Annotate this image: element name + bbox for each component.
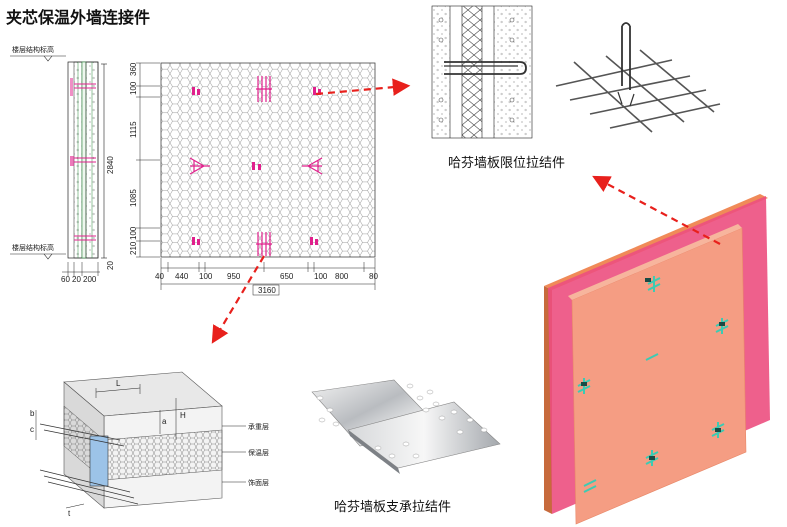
limit-connector-mesh bbox=[555, 22, 721, 133]
callout-arrows bbox=[211, 78, 721, 344]
isometric-detail bbox=[35, 371, 246, 509]
layer-label-structural: 承重层 bbox=[248, 422, 269, 431]
elev-vdim-1: 100 bbox=[129, 81, 138, 95]
elev-total-width: 3160 bbox=[258, 286, 276, 295]
elev-hdim-5: 100 bbox=[314, 272, 328, 281]
layer-label-facing: 饰面层 bbox=[248, 478, 269, 487]
wall-section-drawing bbox=[10, 55, 107, 276]
elev-hdim-3: 950 bbox=[227, 272, 241, 281]
detail-letter-H: H bbox=[180, 411, 186, 420]
section-height-bottom: 20 bbox=[106, 261, 115, 270]
support-connector-plates bbox=[311, 379, 501, 474]
layer-label-insulation: 保温层 bbox=[248, 448, 269, 457]
detail-letter-a: a bbox=[162, 417, 167, 426]
elev-vdim-2: 1115 bbox=[129, 121, 138, 138]
elev-vdim-0: 360 bbox=[129, 62, 138, 76]
caption-support-connector: 哈芬墙板支承拉结件 bbox=[334, 500, 452, 515]
elev-hdim-1: 440 bbox=[175, 272, 189, 281]
elev-vdim-3: 1085 bbox=[129, 189, 138, 207]
panel-elevation-drawing bbox=[136, 62, 376, 296]
figure-title: 夹芯保温外墙连接件 bbox=[6, 8, 151, 27]
elev-vdim-4: 100 bbox=[129, 226, 138, 240]
elev-hdim-6: 800 bbox=[335, 272, 349, 281]
section-height-total: 2840 bbox=[106, 156, 115, 174]
level-label-top: 楼层结构标高 bbox=[12, 45, 54, 54]
detail-letter-b: b bbox=[30, 409, 35, 418]
elev-hdim-0: 40 bbox=[155, 272, 164, 281]
section-width-1: 20 bbox=[72, 275, 81, 284]
detail-letter-c: c bbox=[30, 425, 34, 434]
section-width-0: 60 bbox=[61, 275, 70, 284]
elev-vdim-5: 210 bbox=[129, 241, 138, 255]
level-label-bottom: 楼层结构标高 bbox=[12, 243, 54, 252]
detail-letter-t: t bbox=[68, 509, 71, 518]
section-width-2: 200 bbox=[83, 275, 97, 284]
caption-limit-connector: 哈芬墙板限位拉结件 bbox=[448, 156, 566, 171]
elev-hdim-2: 100 bbox=[199, 272, 213, 281]
limit-connector-section bbox=[431, 5, 533, 139]
elev-hdim-4: 650 bbox=[280, 272, 294, 281]
detail-letter-L: L bbox=[116, 379, 121, 388]
panel-3d-render bbox=[544, 194, 770, 525]
elev-hdim-7: 80 bbox=[369, 272, 378, 281]
